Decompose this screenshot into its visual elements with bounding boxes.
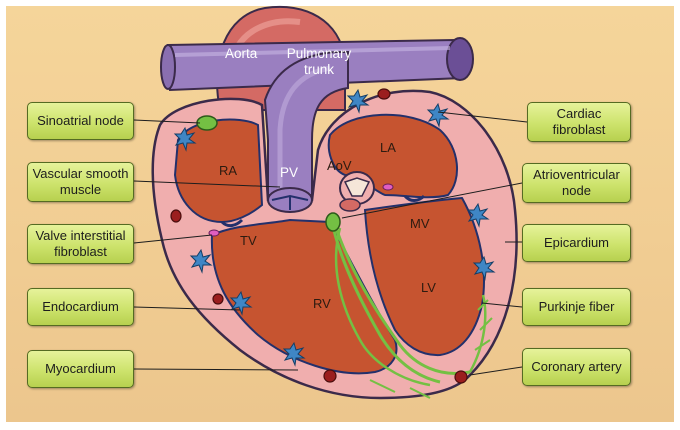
callout-myocardium: Myocardium	[27, 350, 134, 388]
left-ventricle-chamber	[363, 196, 485, 357]
callout-purkinje-fiber: Purkinje fiber	[522, 288, 631, 326]
atrioventricular-node	[325, 212, 341, 232]
tricuspid-valve	[220, 218, 244, 228]
mitral-valve-label: MV	[410, 216, 430, 231]
callout-sinoatrial-node: Sinoatrial node	[27, 102, 134, 140]
pulmonary-valve-label: PV	[280, 165, 299, 180]
callout-leader-lines	[133, 111, 528, 376]
right-ventricle-chamber	[210, 218, 398, 375]
callout-endocardium: Endocardium	[27, 288, 134, 326]
valve-interstitial-cell	[208, 229, 220, 237]
callout-cardiac-fibroblast: Cardiac fibroblast	[527, 102, 631, 142]
left-atrium-label: LA	[380, 140, 396, 155]
callout-coronary-artery: Coronary artery	[522, 348, 631, 386]
pulmonary-trunk-label: Pulmonary trunk	[286, 46, 352, 77]
pulmonary-valve	[267, 187, 313, 213]
tricuspid-valve-label: TV	[240, 233, 257, 248]
left-ventricle-label: LV	[421, 280, 436, 295]
mitral-valve	[403, 194, 426, 202]
right-atrium-label: RA	[219, 163, 238, 178]
aortic-valve-label: AoV	[327, 158, 352, 173]
pulmonary-trunk	[263, 51, 349, 196]
conduction-system	[330, 221, 493, 399]
cardiac-fibroblasts	[173, 88, 496, 367]
callout-vascular-smooth-muscle: Vascular smooth muscle	[27, 162, 134, 202]
callout-valve-interstitial-fibroblast: Valve interstitial fibroblast	[27, 224, 134, 264]
aortic-valve	[339, 171, 375, 212]
right-ventricle-label: RV	[313, 296, 331, 311]
aorta-label: Aorta	[225, 46, 258, 61]
callout-epicardium: Epicardium	[522, 224, 631, 262]
callout-atrioventricular-node: Atrioventricular node	[522, 163, 631, 203]
valve-interstitial-cell-mitral	[382, 183, 394, 191]
coronary-arteries	[170, 88, 468, 384]
